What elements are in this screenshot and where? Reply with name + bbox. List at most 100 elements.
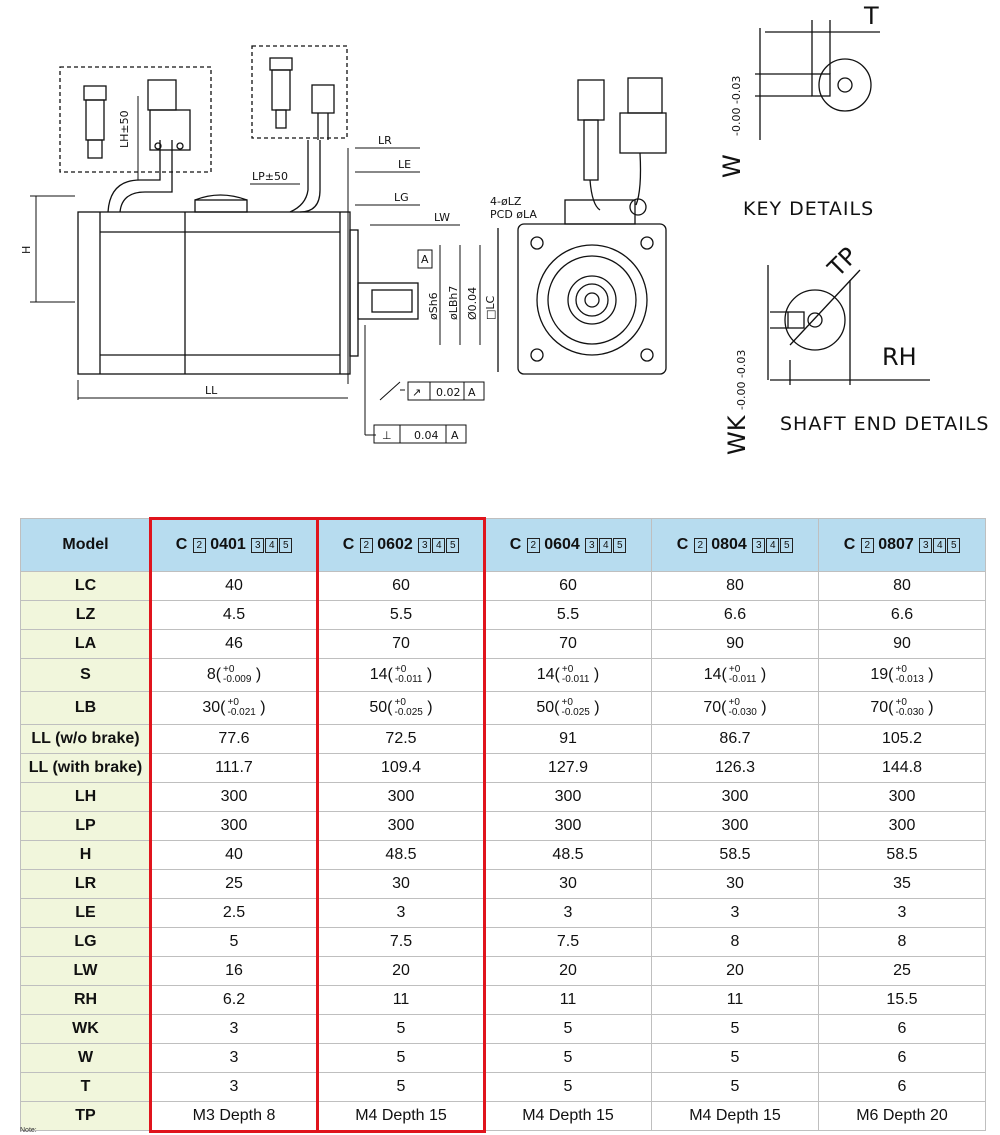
table-cell: 8 <box>818 927 986 957</box>
table-cell: 25 <box>818 956 986 986</box>
tolerance-lower: -0.013 <box>895 673 924 685</box>
model-code: 0401 <box>210 536 246 553</box>
tolerance-lower: -0.030 <box>895 706 924 718</box>
table-cell: 3 <box>651 898 819 928</box>
model-option-box: 2 <box>860 538 874 553</box>
table-cell: 46 <box>150 629 318 659</box>
runout-value: 0.02 <box>436 386 461 399</box>
tolerance-upper: +0 <box>728 663 741 675</box>
table-cell: 30 <box>484 869 652 899</box>
perpendicularity-value: 0.04 <box>414 429 439 442</box>
table-cell: 30 <box>317 869 485 899</box>
tolerance: +0-0.025 <box>394 697 423 718</box>
table-cell: 300 <box>150 811 318 841</box>
table-cell: 5 <box>484 1043 652 1073</box>
row-label: LW <box>20 956 151 986</box>
tolerance-lower: -0.011 <box>394 673 423 685</box>
row-label: LL (with brake) <box>20 753 151 783</box>
table-cell: 109.4 <box>317 753 485 783</box>
model-option-box: 5 <box>947 538 961 553</box>
cell-value: 70 <box>870 699 889 716</box>
model-option-box: 5 <box>613 538 627 553</box>
table-cell: 14(+0-0.011 ) <box>484 658 652 692</box>
model-code: 0804 <box>711 536 747 553</box>
row-label: LA <box>20 629 151 659</box>
perpendicularity-symbol: ⊥ <box>382 429 392 442</box>
model-option-box: 3 <box>251 538 265 553</box>
table-cell: 6 <box>818 1014 986 1044</box>
table-cell: 48.5 <box>317 840 485 870</box>
dimension-drawing: LH±50 LP±50 LR LE LG LW H LL A øSh6 øLBh… <box>20 2 989 455</box>
table-cell: 11 <box>484 985 652 1015</box>
model-option-box: 2 <box>192 538 206 553</box>
table-cell: 144.8 <box>818 753 986 783</box>
runout-symbol: ↗ <box>412 386 421 399</box>
tolerance-upper: +0 <box>895 663 907 675</box>
table-cell: 72.5 <box>317 724 485 754</box>
table-cell: 6 <box>818 1072 986 1102</box>
motor-side-view <box>77 140 419 375</box>
tolerance-lower: -0.021 <box>227 706 256 718</box>
tolerance: +0-0.021 <box>227 697 256 718</box>
cell-value: 19 <box>870 666 889 683</box>
table-cell: M4 Depth 15 <box>651 1101 819 1131</box>
row-label: H <box>20 840 151 870</box>
row-label: LC <box>20 571 151 601</box>
tolerance: +0-0.011 <box>394 664 423 685</box>
model-option-box: 5 <box>780 538 794 553</box>
model-option-box: 2 <box>359 538 373 553</box>
table-cell: 5 <box>484 1072 652 1102</box>
table-cell: 58.5 <box>818 840 986 870</box>
table-cell: 86.7 <box>651 724 819 754</box>
tolerance: +0-0.011 <box>562 664 590 685</box>
table-cell: 5 <box>651 1014 819 1044</box>
table-cell: 35 <box>818 869 986 899</box>
tolerance-lower: -0.025 <box>394 706 423 718</box>
lz-label: 4-øLZ <box>490 195 522 208</box>
table-cell: 40 <box>150 840 318 870</box>
cell-value: 70 <box>703 699 722 716</box>
connector-option-box-1 <box>59 66 212 173</box>
table-cell: 5 <box>484 1014 652 1044</box>
table-cell: 3 <box>150 1072 318 1102</box>
cell-value: 14 <box>369 666 388 683</box>
table-cell: 14(+0-0.011 ) <box>651 658 819 692</box>
model-option-box: 5 <box>446 538 460 553</box>
table-cell: 91 <box>484 724 652 754</box>
tolerance-upper: +0 <box>895 696 907 708</box>
model-option-box: 5 <box>279 538 293 553</box>
table-cell: 300 <box>150 782 318 812</box>
table-cell: 300 <box>818 811 986 841</box>
shaft-end-figure <box>767 265 930 385</box>
table-cell: 20 <box>651 956 819 986</box>
motor-front-view <box>497 77 667 375</box>
row-label: LR <box>20 869 151 899</box>
cell-value: 50 <box>369 699 388 716</box>
table-cell: 6.6 <box>651 600 819 630</box>
table-cell: 300 <box>651 782 819 812</box>
tolerance-lower: -0.025 <box>561 706 590 718</box>
model-option-box: 2 <box>526 538 540 553</box>
table-cell: 5 <box>150 927 318 957</box>
table-cell: 126.3 <box>651 753 819 783</box>
model-option-box: 4 <box>599 538 613 553</box>
row-label: RH <box>20 985 151 1015</box>
table-cell: 8 <box>651 927 819 957</box>
table-cell: M4 Depth 15 <box>484 1101 652 1131</box>
tolerance: +0-0.011 <box>728 663 757 685</box>
model-code: 0807 <box>878 536 914 553</box>
model-prefix: C <box>676 536 689 553</box>
table-cell: 90 <box>651 629 819 659</box>
lw-label: LW <box>434 211 450 224</box>
tolerance-lower: -0.009 <box>223 673 252 685</box>
